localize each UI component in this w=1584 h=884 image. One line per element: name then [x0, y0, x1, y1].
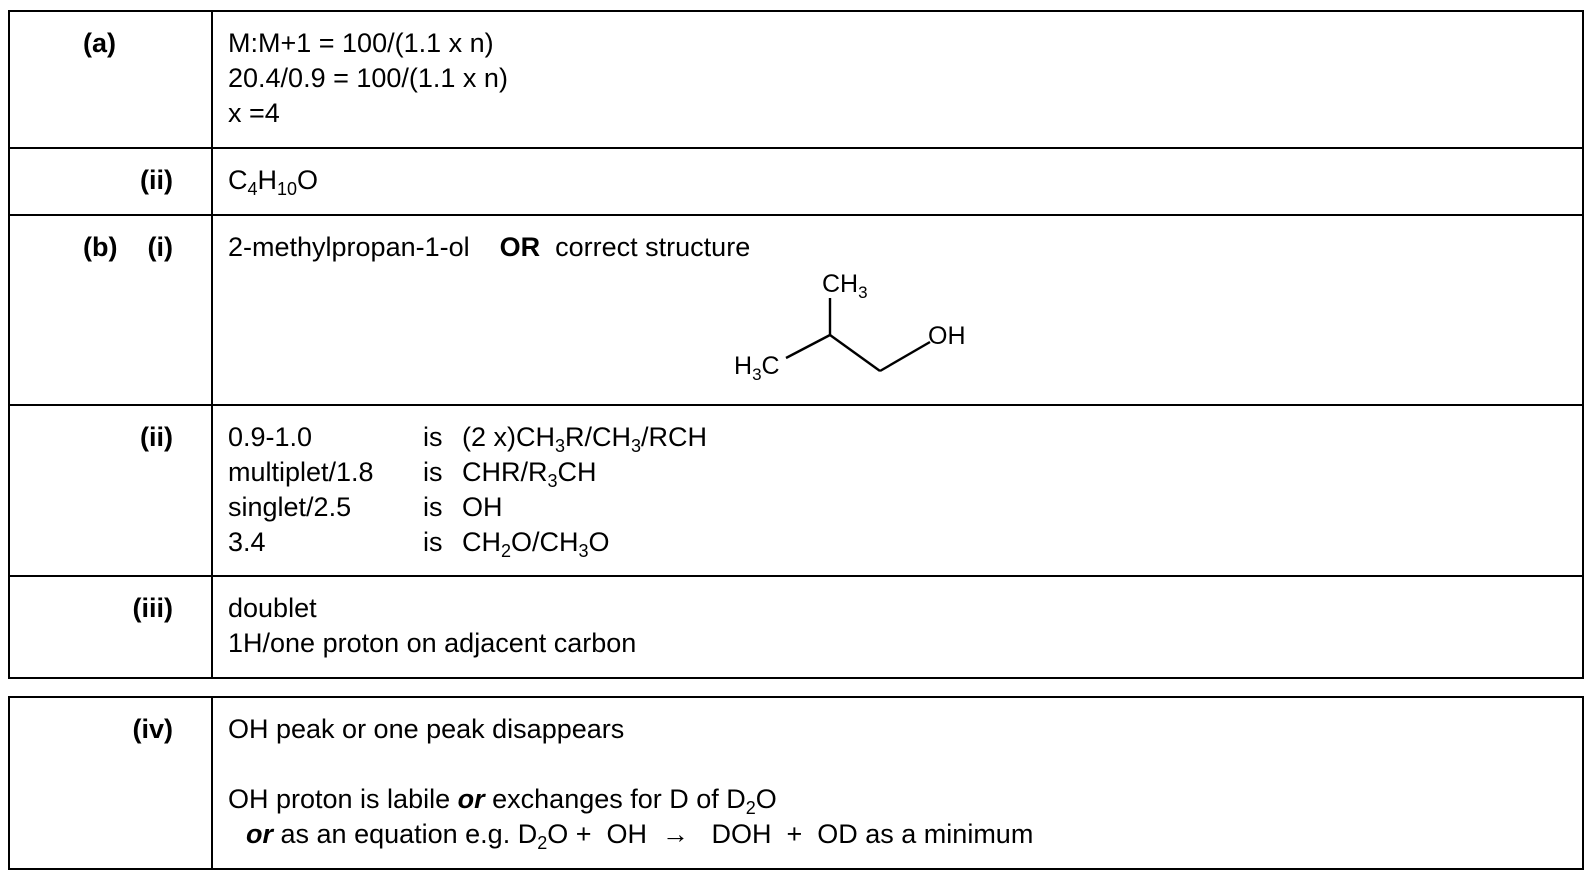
nmr-is: is — [423, 527, 443, 557]
nmr-row: 3.4 is CH2O/CH3O — [228, 525, 707, 560]
answer-cell-b-iv: OH peak or one peak disappears OH proton… — [211, 696, 1584, 870]
label-cell-b-iii: (iii) — [8, 575, 213, 679]
answer-cell-a: M:M+1 = 100/(1.1 x n) 20.4/0.9 = 100/(1.… — [211, 10, 1584, 149]
nmr-assignment: OH — [462, 492, 503, 522]
answer-line: 1H/one proton on adjacent carbon — [228, 628, 637, 658]
answer-line: OH peak or one peak disappears — [228, 714, 625, 744]
question-label-a: (a) — [83, 28, 116, 58]
nmr-assignment-table: 0.9-1.0 is (2 x)CH3R/CH3/RCH multiplet/1… — [228, 420, 707, 560]
answer-cell-a-ii: C4H10O — [211, 147, 1584, 216]
structure-note: correct structure — [555, 232, 751, 262]
structure-diagram: CH3 OH H3C — [734, 270, 966, 384]
nmr-is: is — [423, 492, 443, 522]
label-cell-b-iv: (iv) — [8, 696, 213, 870]
mark-scheme-table-upper: (a) M:M+1 = 100/(1.1 x n) 20.4/0.9 = 100… — [8, 10, 1584, 679]
answer-cell-b-ii: 0.9-1.0 is (2 x)CH3R/CH3/RCH multiplet/1… — [211, 404, 1584, 577]
label-cell-b-i: (b) (i) — [8, 214, 213, 406]
question-label-b-iii: (iii) — [132, 593, 174, 623]
nmr-is: is — [423, 422, 443, 452]
answer-line: M:M+1 = 100/(1.1 x n) — [228, 28, 494, 58]
h3c-group-label: H3C — [734, 352, 780, 384]
nmr-shift: 3.4 — [228, 527, 266, 557]
nmr-assignment: CH2O/CH3O — [462, 527, 610, 561]
oh-group-label: OH — [928, 322, 966, 350]
nmr-row: singlet/2.5 is OH — [228, 490, 707, 525]
nmr-row: 0.9-1.0 is (2 x)CH3R/CH3/RCH — [228, 420, 707, 455]
answer-line: doublet — [228, 593, 317, 623]
nmr-shift: multiplet/1.8 — [228, 457, 374, 487]
row-a: (a) M:M+1 = 100/(1.1 x n) 20.4/0.9 = 100… — [8, 10, 1584, 149]
answer-line: OH proton is labile or exchanges for D o… — [228, 784, 777, 818]
label-cell-a-ii: (ii) — [8, 147, 213, 216]
row-b-i: (b) (i) 2-methylpropan-1-ol OR correct s… — [8, 214, 1584, 406]
row-a-ii: (ii) C4H10O — [8, 147, 1584, 216]
answer-line: 20.4/0.9 = 100/(1.1 x n) — [228, 63, 508, 93]
or-keyword: or — [246, 819, 273, 849]
ch3-group-label: CH3 — [822, 270, 868, 302]
nmr-row: multiplet/1.8 is CHR/R3CH — [228, 455, 707, 490]
question-label-b-ii: (ii) — [140, 422, 173, 452]
nmr-shift: 0.9-1.0 — [228, 422, 313, 452]
label-cell-a: (a) — [8, 10, 213, 149]
answer-cell-b-iii: doublet 1H/one proton on adjacent carbon — [211, 575, 1584, 679]
answer-cell-b-i: 2-methylpropan-1-ol OR correct structure — [211, 214, 1584, 406]
or-keyword: or — [457, 784, 485, 814]
question-label-b-iv: (iv) — [132, 714, 174, 744]
compound-name: 2-methylpropan-1-ol — [228, 232, 470, 262]
molecular-formula: C4H10O — [228, 165, 319, 199]
nmr-assignment: (2 x)CH3R/CH3/RCH — [462, 422, 708, 456]
row-b-iv: (iv) OH peak or one peak disappears OH p… — [8, 696, 1584, 870]
mark-scheme-table-lower: (iv) OH peak or one peak disappears OH p… — [8, 696, 1584, 870]
question-label-b: (b) — [83, 232, 118, 262]
answer-line: or as an equation e.g. D2O + OH → DOH + … — [246, 819, 1034, 853]
row-b-ii: (ii) 0.9-1.0 is (2 x)CH3R/CH3/RCH multip… — [8, 404, 1584, 577]
question-label-a-ii: (ii) — [140, 165, 173, 195]
nmr-shift: singlet/2.5 — [228, 492, 352, 522]
question-label-b-i: (i) — [147, 232, 173, 262]
row-b-iii: (iii) doublet 1H/one proton on adjacent … — [8, 575, 1584, 679]
bond — [785, 333, 831, 360]
bond — [879, 340, 931, 373]
nmr-is: is — [423, 457, 443, 487]
nmr-assignment: CHR/R3CH — [462, 457, 597, 491]
bond — [829, 334, 881, 372]
answer-line: x =4 — [228, 98, 280, 128]
bond-lines — [785, 298, 931, 373]
or-keyword: OR — [499, 232, 541, 262]
label-cell-b-ii: (ii) — [8, 404, 213, 577]
